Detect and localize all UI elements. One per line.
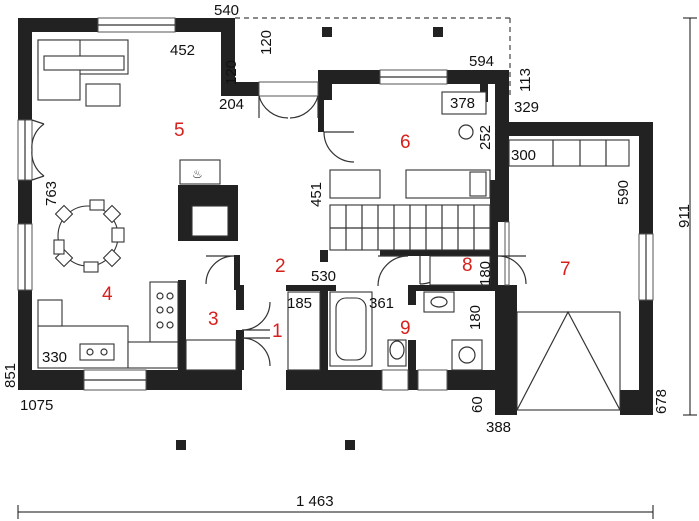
terrace-post [433, 27, 443, 37]
doors [31, 95, 527, 367]
dim-252: 252 [477, 125, 494, 150]
room-label-6: 6 [400, 132, 411, 153]
dim-180a: 180 [477, 261, 494, 286]
dim-451: 451 [308, 182, 325, 207]
dim-530: 530 [311, 268, 336, 285]
terrace-post [322, 27, 332, 37]
room-label-3: 3 [208, 309, 219, 330]
dim-204: 204 [219, 96, 244, 113]
fireplace [179, 159, 221, 185]
dimension-lines [17, 17, 697, 519]
room-label-7: 7 [560, 259, 571, 280]
room-label-4: 4 [102, 284, 113, 305]
dim-185: 185 [287, 295, 312, 312]
room-label-5: 5 [174, 120, 185, 141]
porch-post [176, 440, 186, 450]
windows [17, 17, 654, 391]
dim-330: 330 [42, 349, 67, 366]
dim-388: 388 [486, 419, 511, 436]
room-label-9: 9 [400, 318, 411, 339]
dim-60: 60 [469, 396, 486, 413]
dim-1075: 1075 [20, 397, 53, 414]
exterior-walls [18, 18, 653, 415]
dim-120a: 120 [223, 60, 240, 85]
dim-378: 378 [450, 95, 475, 112]
dim-594: 594 [469, 53, 494, 70]
dim-300: 300 [511, 147, 536, 164]
sink [423, 291, 455, 313]
dim-120b: 120 [258, 30, 275, 55]
dim-180b: 180 [467, 305, 484, 330]
dim-911: 911 [676, 204, 693, 228]
room-label-2: 2 [275, 256, 286, 277]
dim-113: 113 [517, 68, 534, 92]
dim-329: 329 [514, 99, 539, 116]
dim-452: 452 [170, 42, 195, 59]
dimension-labels: 540 452 120 120 594 113 204 378 329 252 … [2, 2, 693, 510]
dim-590: 590 [615, 180, 632, 205]
garage-shelf [508, 139, 630, 167]
dim-361: 361 [369, 295, 394, 312]
dim-540: 540 [214, 2, 239, 19]
dim-851: 851 [2, 363, 19, 388]
fireplace-seat [191, 205, 229, 237]
dim-678: 678 [653, 389, 670, 414]
room-labels: 1 2 3 4 5 6 7 8 9 [102, 120, 571, 342]
garage-door [516, 311, 621, 411]
room-label-8: 8 [462, 255, 473, 276]
porch-post [345, 440, 355, 450]
room-label-1: 1 [272, 321, 283, 342]
furniture [37, 39, 630, 411]
dim-total-width: 1 463 [296, 493, 334, 510]
dim-763: 763 [43, 181, 60, 206]
flame-icon: ♨ [192, 167, 203, 181]
toilet [387, 339, 407, 367]
